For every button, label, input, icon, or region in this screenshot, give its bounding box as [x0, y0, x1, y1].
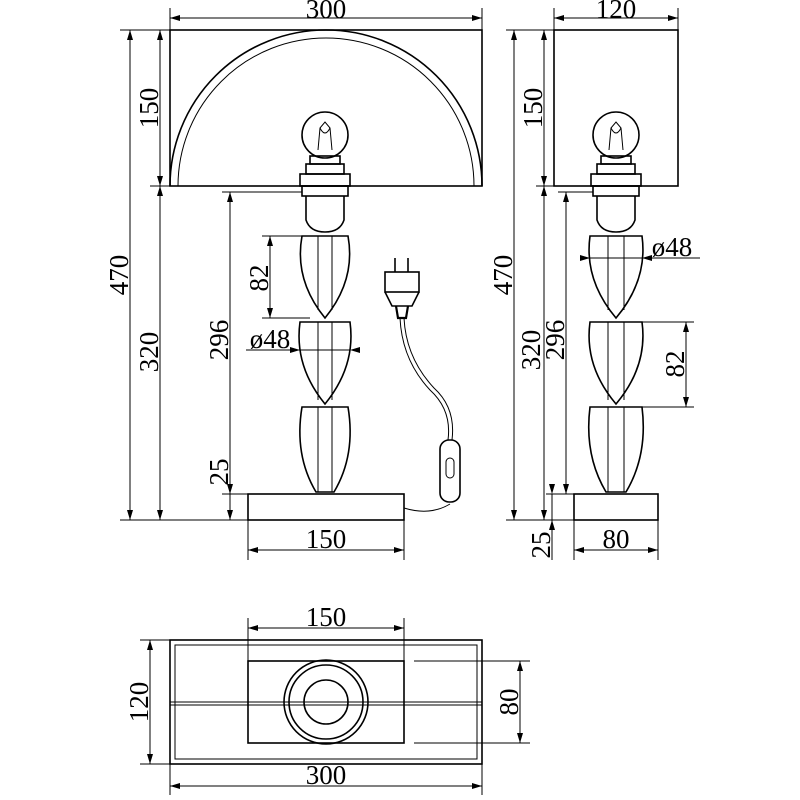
side-width-base-label: 80 — [603, 524, 630, 554]
front-height-base-label: 25 — [204, 459, 234, 486]
front-height-total-label: 470 — [104, 255, 134, 296]
front-stem-segment-1 — [299, 235, 351, 320]
front-shade-box — [169, 29, 483, 187]
side-height-shade-label: 150 — [518, 88, 548, 129]
top-width-base-label: 150 — [306, 602, 347, 632]
front-width-shade-label: 300 — [306, 0, 347, 24]
top-stem-inner-circle — [303, 679, 349, 725]
side-socket — [596, 196, 636, 233]
cable — [399, 317, 450, 441]
switch-icon — [439, 439, 461, 503]
front-height-to-shade-label: 320 — [134, 332, 164, 373]
front-stem-segment-2 — [298, 321, 352, 406]
top-depth-base-label: 80 — [494, 689, 524, 716]
top-dimensions: 150 120 80 300 — [124, 602, 530, 795]
side-height-total-label: 470 — [488, 255, 518, 296]
side-height-stem-label: 296 — [540, 320, 570, 361]
front-height-stem-label: 296 — [204, 320, 234, 361]
bulb-icon — [299, 111, 351, 187]
front-width-base-label: 150 — [306, 524, 347, 554]
top-view — [169, 639, 483, 765]
side-socket-ring — [592, 185, 640, 197]
side-height-to-shade-label: 320 — [516, 330, 546, 371]
top-width-shade-label: 300 — [306, 760, 347, 790]
top-base — [247, 660, 405, 744]
side-height-base-label: 25 — [526, 532, 556, 559]
side-stem-segment-1 — [588, 235, 644, 320]
front-diameter-label: ø48 — [250, 324, 291, 354]
front-socket — [305, 196, 345, 233]
front-stem-segment-3 — [299, 406, 351, 493]
plug-icon — [384, 258, 420, 320]
front-shade-dome — [169, 29, 483, 187]
front-base — [247, 493, 405, 521]
front-socket-ring — [301, 185, 349, 197]
front-dimensions: 300 470 150 320 296 25 — [104, 0, 483, 560]
side-base — [573, 493, 659, 521]
front-view — [169, 29, 483, 521]
side-view — [553, 29, 679, 521]
side-height-segment-label: 82 — [660, 351, 690, 378]
side-shade-box — [553, 29, 679, 187]
top-depth-shade-label: 120 — [124, 682, 154, 723]
side-stem-segment-3 — [587, 406, 645, 493]
bulb-icon — [590, 111, 642, 187]
side-dimensions: 120 470 150 320 296 ø48 — [488, 0, 700, 560]
side-stem-segment-2 — [588, 321, 644, 406]
top-stem-ring — [288, 664, 364, 740]
side-width-shade-label: 120 — [596, 0, 637, 24]
front-height-segment-label: 82 — [244, 265, 274, 292]
side-diameter-label: ø48 — [652, 232, 693, 262]
top-stem-outer-circle — [283, 659, 369, 745]
front-shade-dome-inner — [177, 37, 475, 187]
front-height-shade-label: 150 — [134, 88, 164, 129]
